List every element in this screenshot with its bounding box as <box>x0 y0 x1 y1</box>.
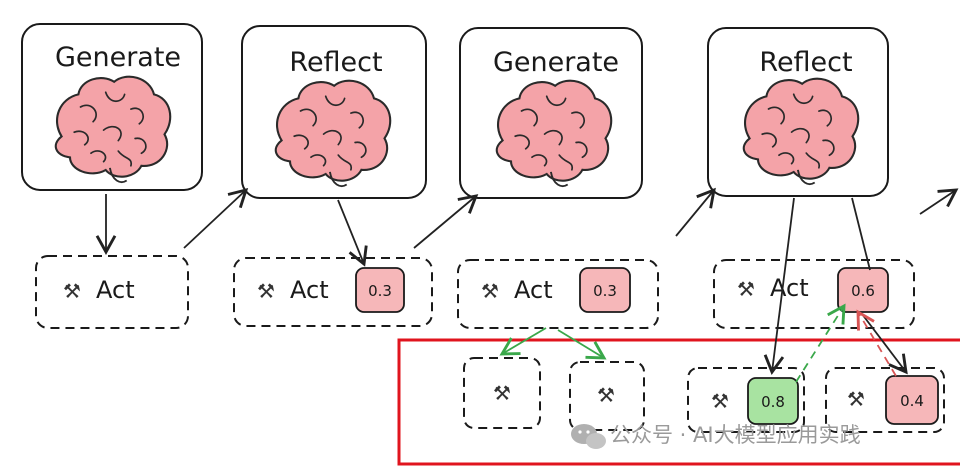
act-label: Act <box>290 276 329 304</box>
score-value: 0.8 <box>761 393 785 411</box>
hammer-wrench-icon: ⚒ <box>493 381 511 405</box>
hammer-wrench-icon: ⚒ <box>711 389 729 413</box>
act-label: Act <box>770 274 809 302</box>
wechat-icon <box>571 424 606 449</box>
flow-arrows <box>95 187 959 375</box>
act-label: Act <box>514 276 553 304</box>
score-badge <box>355 267 405 313</box>
arrow-act-to-generate-2 <box>413 194 479 249</box>
hammer-wrench-icon: ⚒ <box>597 383 615 407</box>
hammer-wrench-icon: ⚒ <box>737 277 755 301</box>
expansion-arrows <box>499 303 846 383</box>
score-value: 0.3 <box>593 282 617 300</box>
watermark: 公众号 · AI大模型应用实践 <box>571 423 861 449</box>
stage-box-1: Generate <box>21 23 203 191</box>
stage-box-3: Generate <box>459 27 643 199</box>
score-value: 0.3 <box>368 282 392 300</box>
score-value: 0.4 <box>900 392 924 410</box>
stage-title-3: Generate <box>493 47 619 78</box>
score-badge-green <box>747 377 799 425</box>
arrow-continue <box>919 188 959 215</box>
stage-title-2: Reflect <box>289 47 382 78</box>
line-reflect-to-score <box>851 197 871 271</box>
stage-title-1: Generate <box>55 42 181 73</box>
watermark-text: 公众号 · AI大模型应用实践 <box>610 423 861 447</box>
act-label: Act <box>96 276 135 304</box>
arrow-expand-child-1 <box>499 327 547 356</box>
child-box-4: ⚒ 0.4 <box>825 367 945 433</box>
arrow-backprop-red <box>856 309 897 377</box>
act-box-2: ⚒ Act 0.3 <box>233 257 433 327</box>
arrow-act-to-reflect-1 <box>183 187 249 249</box>
act-box-3: ⚒ Act 0.3 <box>457 259 659 329</box>
arrow-expand-child-2 <box>557 329 607 360</box>
act-box-4: ⚒ Act 0.6 <box>713 259 915 329</box>
arrow-reflect-to-score-1 <box>337 199 368 267</box>
arrow-act-to-reflect-2 <box>675 187 716 237</box>
arrow-score-to-child-red <box>861 313 908 375</box>
child-box-3: ⚒ 0.8 <box>687 367 805 433</box>
child-box-1: ⚒ <box>463 357 541 429</box>
child-box-2: ⚒ <box>569 361 645 431</box>
highlight-frame <box>397 338 960 466</box>
score-value: 0.6 <box>851 282 875 300</box>
hammer-wrench-icon: ⚒ <box>257 279 275 303</box>
act-box-1: ⚒ Act <box>35 255 189 329</box>
arrow-reflect-to-child-green <box>763 197 795 375</box>
score-badge <box>885 375 939 425</box>
score-badge <box>579 267 631 313</box>
stage-title-4: Reflect <box>759 47 852 78</box>
arrow-backprop-green <box>795 303 846 383</box>
hammer-wrench-icon: ⚒ <box>847 387 865 411</box>
hammer-wrench-icon: ⚒ <box>481 279 499 303</box>
stage-box-2: Reflect <box>241 25 427 199</box>
stage-box-4: Reflect <box>707 27 889 197</box>
hammer-wrench-icon: ⚒ <box>63 279 81 303</box>
